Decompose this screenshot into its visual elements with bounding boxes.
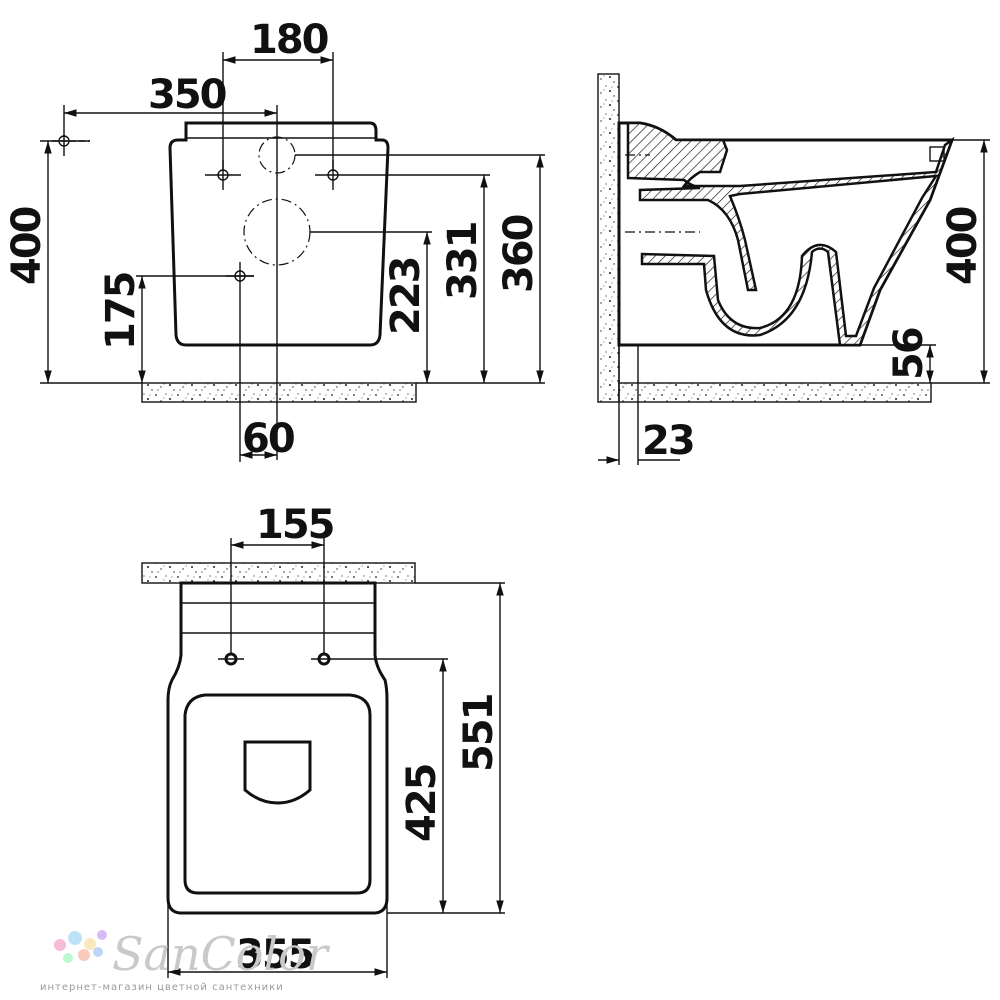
dim-223: 223 [383,258,429,336]
side-rim-box [929,146,945,162]
side-view: 400 56 23 [597,73,990,465]
side-bowl-section [619,121,955,347]
color-dot [54,939,66,951]
dim-400-side: 400 [940,207,986,285]
color-dot [63,953,73,963]
watermark-brand: SanColor [112,927,331,981]
color-dots-logo [54,930,107,963]
side-floor [618,382,932,403]
dim-400-front: 400 [4,207,50,285]
dim-360: 360 [496,215,542,293]
seat-hinge-icon [243,740,312,805]
wall-inlet-icon [52,130,90,156]
side-wall [597,73,620,403]
dim-350: 350 [148,72,226,118]
watermark-tagline: интернет-магазин цветной сантехники [40,982,284,993]
floor-slab [141,382,417,403]
dim-355: 355 [236,932,314,978]
color-dot [93,947,103,957]
watermark: SanColor интернет-магазин цветной сантех… [40,927,331,993]
dim-180: 180 [250,17,328,63]
top-wall [141,562,416,584]
color-dot [78,949,90,961]
dim-175: 175 [98,272,144,350]
color-dot [84,938,96,950]
top-view: 155 551 425 355 [141,502,505,978]
front-toilet-body [168,121,390,347]
dim-551: 551 [456,694,502,772]
dim-331: 331 [440,222,486,300]
dim-425: 425 [399,764,445,842]
dim-60: 60 [242,416,294,462]
dim-23: 23 [642,418,694,464]
color-dot [97,930,107,940]
dim-56: 56 [886,328,932,380]
color-dot [68,931,82,945]
front-view: 180 350 400 175 223 331 360 60 [4,17,545,462]
dim-155: 155 [256,502,334,548]
